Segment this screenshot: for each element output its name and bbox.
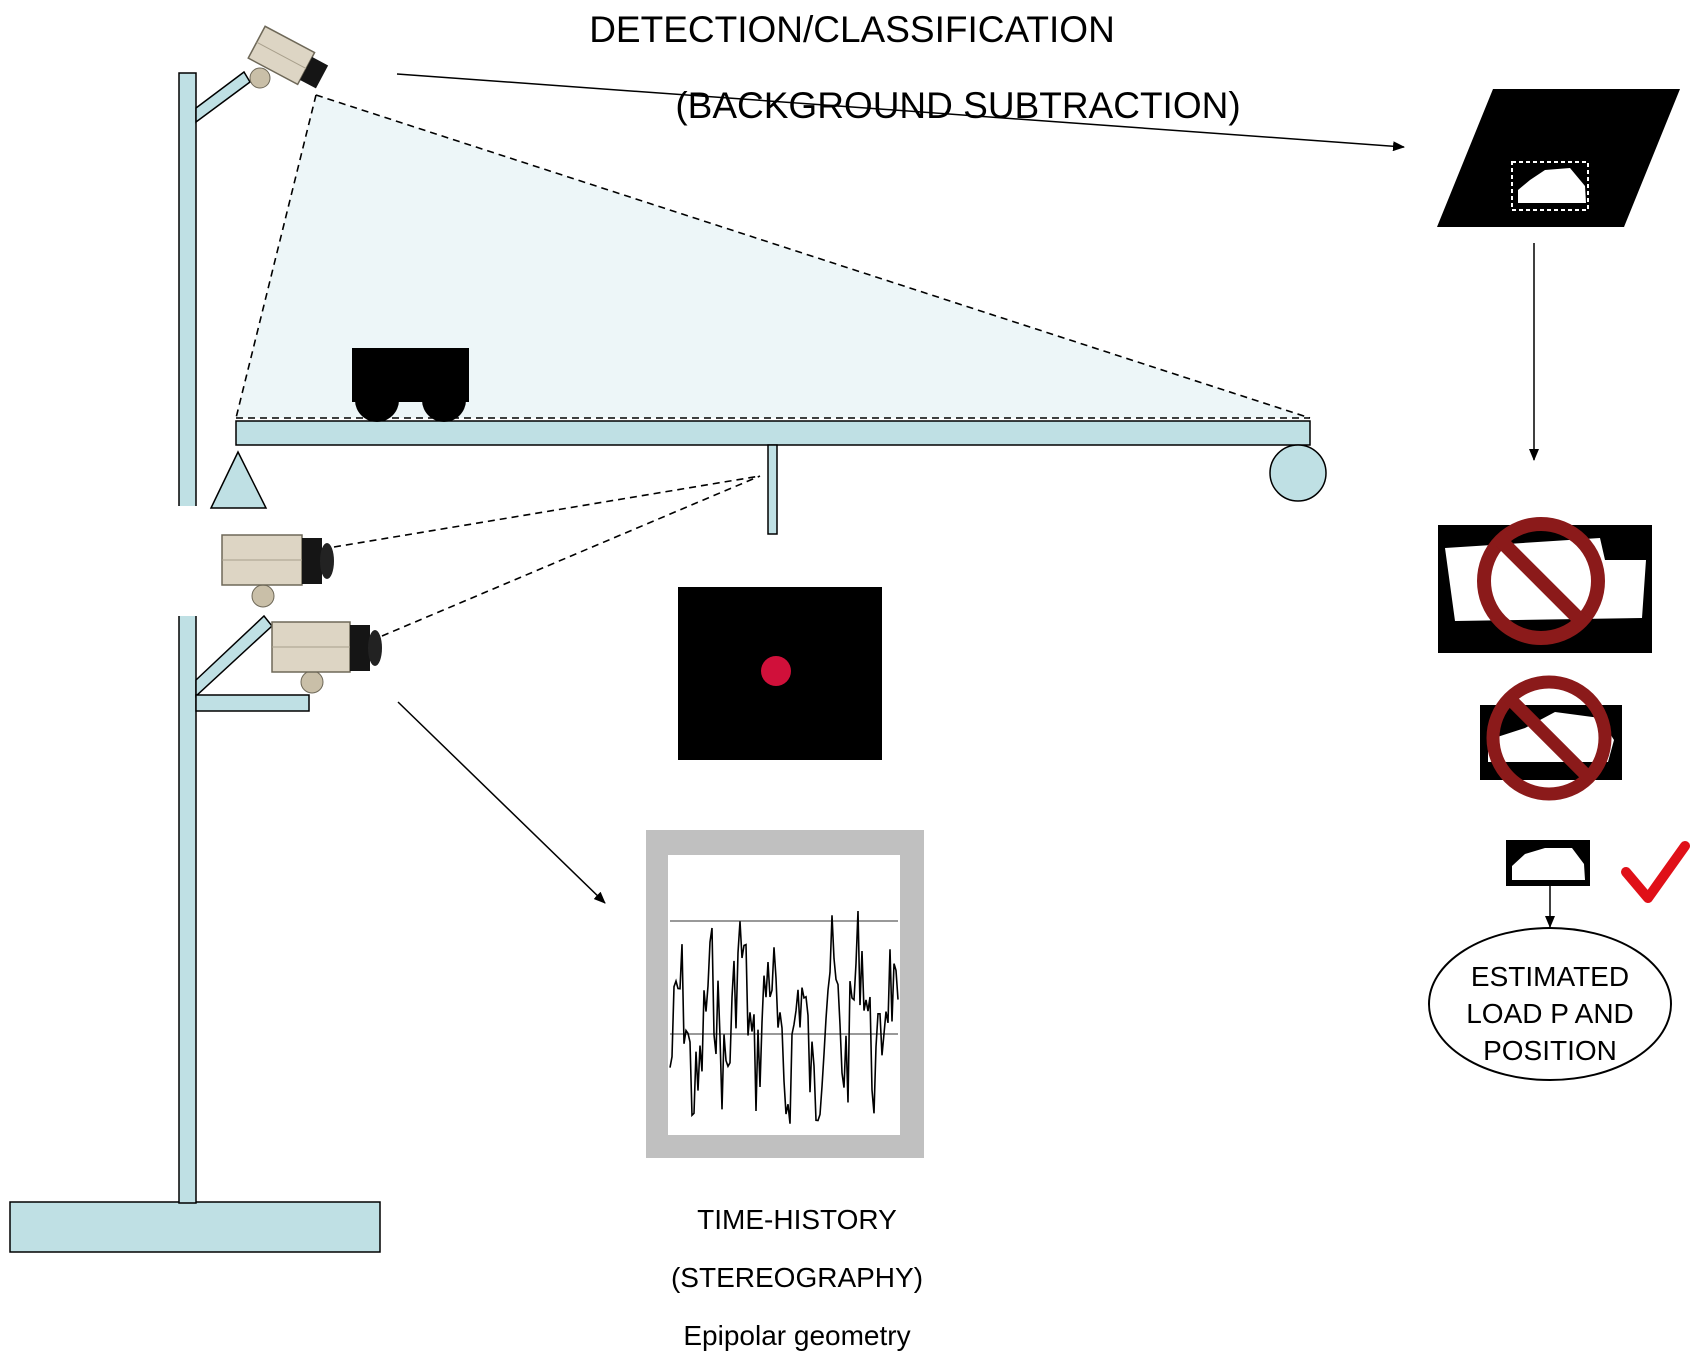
- pole-mast: [178, 72, 197, 1204]
- pole-base: [9, 1201, 381, 1253]
- rejected-candidate-small: [1480, 675, 1622, 801]
- detection-arrow: [396, 73, 1405, 152]
- bridge-deck: [235, 420, 1311, 446]
- background-subtraction-frame: [1437, 89, 1680, 227]
- target-dot: [761, 656, 791, 686]
- detection-label: DETECTION/CLASSIFICATION: [589, 9, 1115, 50]
- rejected-candidate-large: [1438, 517, 1652, 653]
- top-bracket: [195, 70, 251, 124]
- stereography-label: (STEREOGRAPHY): [671, 1262, 923, 1293]
- camera-field-of-view: [236, 95, 1310, 418]
- time-history-plot: [646, 830, 924, 1158]
- prohibited-icon: [1486, 675, 1612, 801]
- lower-shelf: [195, 694, 310, 712]
- target-stem: [767, 444, 778, 535]
- fov-line: [315, 94, 1311, 419]
- vehicle-silhouette-icon: [1518, 168, 1586, 203]
- result-ellipse: [1428, 927, 1672, 1081]
- result-label-line1: ESTIMATED: [1471, 961, 1629, 992]
- vehicle-icon: [352, 348, 469, 422]
- result-label-line2: LOAD P AND: [1466, 998, 1634, 1029]
- lower-bracket: [195, 614, 274, 698]
- checkmark-icon: [1621, 841, 1690, 903]
- stereo-sight-line: [333, 475, 761, 548]
- fov-line: [235, 94, 317, 419]
- camera-icon: [221, 534, 334, 608]
- stereo-arrow: [397, 701, 606, 904]
- result-label-line3: POSITION: [1483, 1035, 1617, 1066]
- camera-mount-gap: [178, 506, 198, 616]
- vehicle-silhouette-icon: [1512, 848, 1585, 880]
- background-subtraction-label: (BACKGROUND SUBTRACTION): [675, 85, 1240, 126]
- prohibited-icon: [1477, 517, 1605, 645]
- time-history-signal: [669, 910, 899, 1124]
- roller-support: [1269, 444, 1327, 502]
- camera-icon: [271, 621, 382, 694]
- pin-support: [209, 450, 268, 509]
- stereo-sight-line: [381, 475, 761, 637]
- time-history-label: TIME-HISTORY: [697, 1204, 897, 1235]
- accepted-candidate: [1506, 840, 1590, 886]
- camera-icon: [247, 25, 329, 89]
- epipolar-geometry-label: Epipolar geometry: [683, 1320, 910, 1351]
- camera-pole: [9, 70, 381, 1253]
